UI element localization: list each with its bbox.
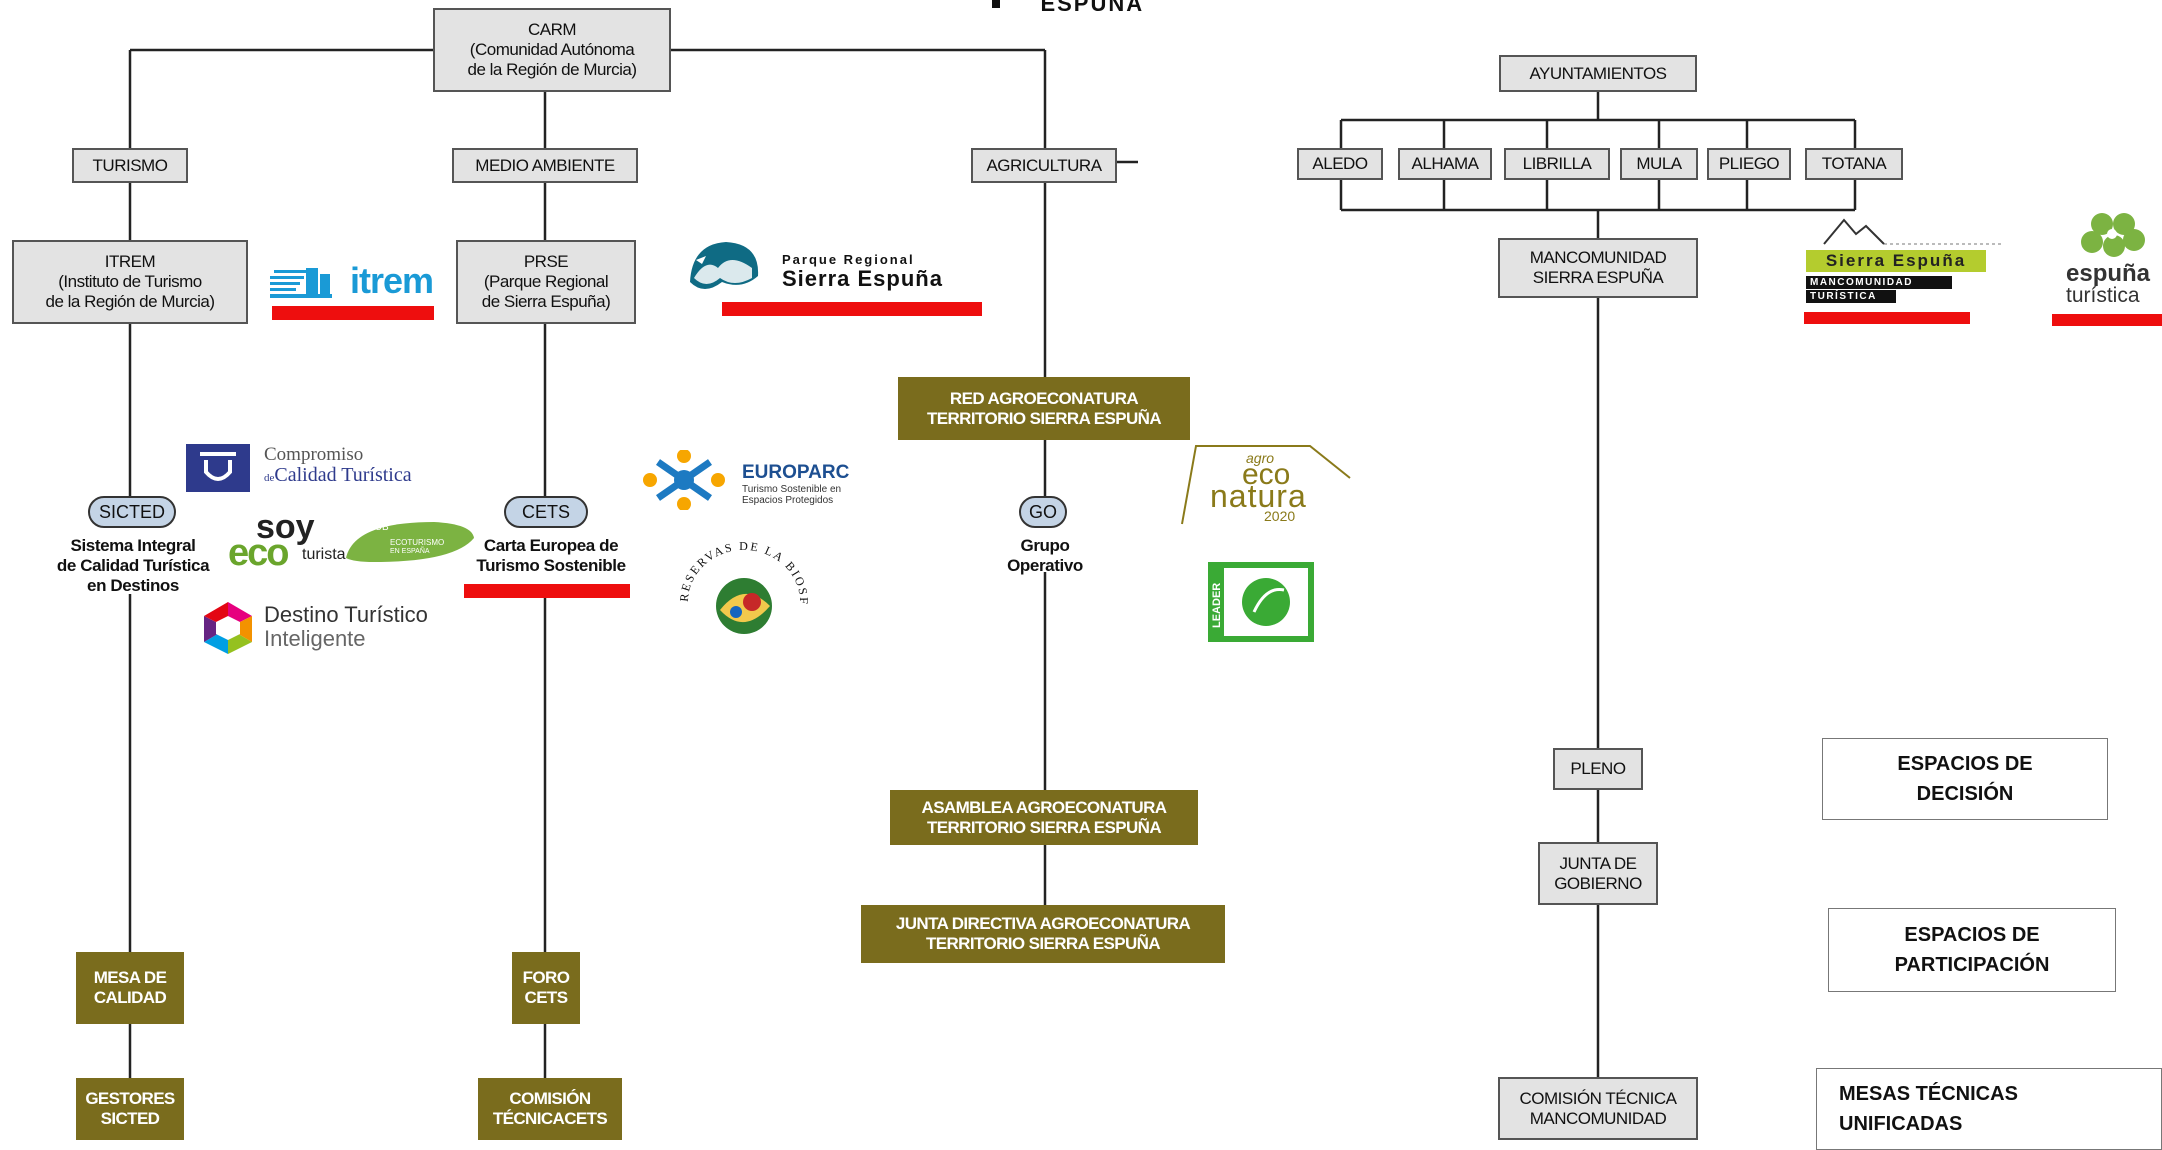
- sierra-espuna-banner: Sierra Espuña: [1806, 250, 1986, 272]
- compromiso-calidad-logo: Compromiso deCalidad Turística: [186, 444, 456, 494]
- europarc-logo: EUROPARC Turismo Sostenible en Espacios …: [636, 450, 876, 510]
- leader-logo: LEADER: [1208, 562, 1314, 642]
- comision-cets-box: COMISIÓN TÉCNICACETS: [478, 1078, 622, 1140]
- legend-mesas-tecnicas: MESAS TÉCNICAS UNIFICADAS: [1816, 1068, 2162, 1150]
- comision-tecnica-box: COMISIÓN TÉCNICA MANCOMUNIDAD: [1498, 1077, 1698, 1140]
- asamblea-agroeconatura-box: ASAMBLEA AGROECONATURA TERRITORIO SIERRA…: [890, 790, 1198, 845]
- destino-hexagon-icon: [204, 602, 252, 654]
- municipio-aledo: ALEDO: [1297, 148, 1383, 180]
- destino-inteligente-logo: Destino Turístico Inteligente: [200, 600, 480, 656]
- soy-ecoturista-logo: soy eco turista: [228, 508, 346, 574]
- espuna-flower-icon: [2081, 213, 2145, 257]
- espuna-logo-underline: [2052, 314, 2162, 326]
- sierra-mountains-icon: [1823, 218, 2004, 245]
- prse-box: PRSE (Parque Regional de Sierra Espuña): [456, 240, 636, 324]
- biosfera-icon: RESERVAS DE LA BIOSFERA ESPAÑOLAS: [671, 529, 809, 634]
- espuna-turistica-logo: espuña turística: [2052, 210, 2162, 310]
- legend-espacios-participacion: ESPACIOS DE PARTICIPACIÓN: [1828, 908, 2116, 992]
- turismo-box: TURISMO: [72, 148, 188, 183]
- club-leaf-icon: [346, 522, 474, 562]
- agricultura-box: AGRICULTURA: [971, 148, 1117, 183]
- pleno-box: PLENO: [1553, 748, 1643, 790]
- sierra-logo-underline: [1804, 312, 1970, 324]
- mesa-calidad-box: MESA DE CALIDAD: [76, 952, 184, 1024]
- legend-espacios-decision: ESPACIOS DE DECISIÓN: [1822, 738, 2108, 820]
- club-ecoturismo-logo: CLUB ECOTURISMO EN ESPAÑA: [344, 518, 476, 564]
- foro-cets-box: FORO CETS: [512, 952, 580, 1024]
- reservas-biosfera-logo: RESERVAS DE LA BIOSFERA ESPAÑOLAS: [671, 529, 812, 650]
- turistica-tag: TURÍSTICA: [1806, 290, 1896, 303]
- agroeconatura-logo: agro eco natura 2020: [1180, 442, 1352, 532]
- agro-frame-icon: [1181, 445, 1351, 525]
- carm-box: CARM (Comunidad Autónoma de la Región de…: [433, 8, 671, 92]
- compromiso-text: deCalidad Turística: [264, 464, 412, 486]
- cets-pill: CETS: [504, 496, 588, 528]
- itrem-building-icon: [270, 268, 332, 298]
- mancomunidad-box: MANCOMUNIDAD SIERRA ESPUÑA: [1498, 238, 1698, 298]
- compromiso-icon: [186, 444, 250, 492]
- itrem-underline: [272, 306, 434, 320]
- europarc-star-icon: [643, 450, 725, 510]
- parque-underline: [722, 302, 982, 316]
- medio-ambiente-box: MEDIO AMBIENTE: [452, 148, 638, 183]
- sierra-espuna-mancomunidad-logo: Sierra Espuña MANCOMUNIDAD TURÍSTICA: [1804, 214, 2014, 310]
- municipio-pliego: PLIEGO: [1707, 148, 1791, 180]
- mancomunidad-tag: MANCOMUNIDAD: [1806, 276, 1952, 289]
- cets-label: Carta Europea de Turismo Sostenible: [476, 536, 626, 575]
- go-label: Grupo Operativo: [1007, 536, 1083, 575]
- junta-gobierno-box: JUNTA DE GOBIERNO: [1538, 842, 1658, 905]
- parque-mountain-icon: [690, 242, 759, 289]
- go-pill: GO: [1019, 496, 1067, 528]
- municipio-mula: MULA: [1620, 148, 1698, 180]
- red-agroeconatura-box: RED AGROECONATURA TERRITORIO SIERRA ESPU…: [898, 377, 1190, 440]
- cets-underline: [464, 584, 630, 598]
- sicted-pill: SICTED: [88, 496, 176, 528]
- header-fragment: ESPUÑA: [992, 0, 1212, 16]
- ayuntamientos-box: AYUNTAMIENTOS: [1499, 55, 1697, 92]
- municipio-librilla: LIBRILLA: [1504, 148, 1610, 180]
- sicted-label: Sistema Integral de Calidad Turística en…: [56, 536, 210, 595]
- municipio-totana: TOTANA: [1805, 148, 1903, 180]
- parque-regional-logo: Parque Regional Sierra Espuña: [682, 238, 982, 304]
- svg-text:LEADER: LEADER: [1211, 583, 1223, 628]
- leader-icon: LEADER: [1208, 562, 1314, 642]
- itrem-box: ITREM (Instituto de Turismo de la Región…: [12, 240, 248, 324]
- gestores-sicted-box: GESTORES SICTED: [76, 1078, 184, 1140]
- itrem-logo: itrem: [270, 260, 450, 302]
- municipio-alhama: ALHAMA: [1398, 148, 1492, 180]
- junta-directiva-box: JUNTA DIRECTIVA AGROECONATURA TERRITORIO…: [861, 905, 1225, 963]
